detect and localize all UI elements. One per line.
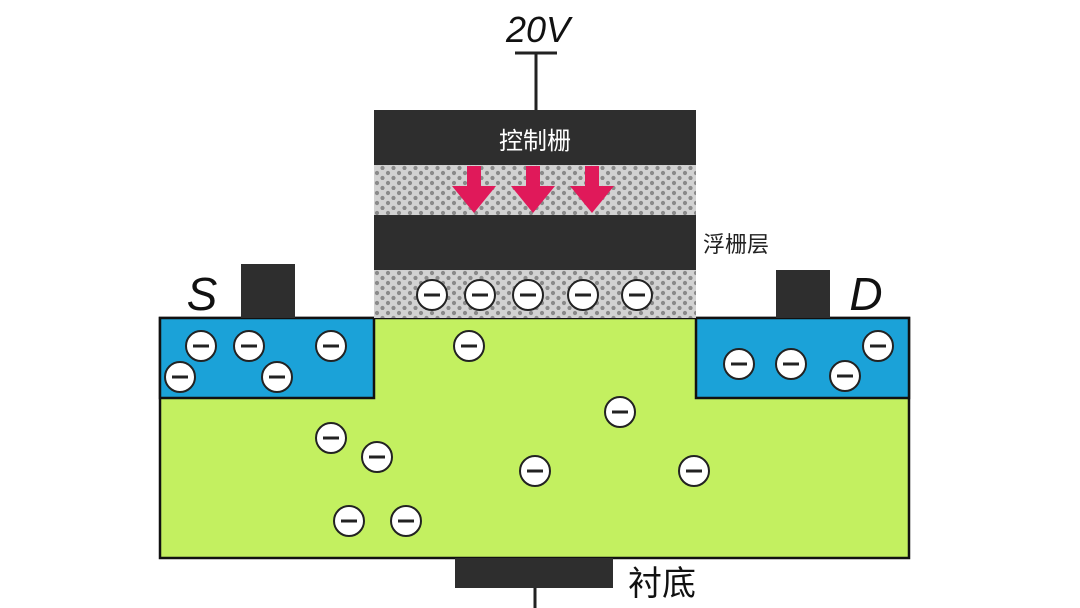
electron (723, 348, 755, 380)
electron (621, 279, 653, 311)
electron (519, 455, 551, 487)
electron (862, 330, 894, 362)
electron (829, 360, 861, 392)
electron (164, 361, 196, 393)
electron (315, 330, 347, 362)
field-arrow (452, 166, 496, 213)
electron (678, 455, 710, 487)
control-gate-label: 控制栅 (499, 127, 571, 155)
electron (775, 348, 807, 380)
electron (512, 279, 544, 311)
drain-label: D (849, 268, 882, 320)
electron (361, 441, 393, 473)
electron (185, 330, 217, 362)
electron (567, 279, 599, 311)
voltage-label: 20V (505, 9, 573, 50)
source-label: S (187, 268, 218, 320)
field-arrows (452, 166, 614, 213)
field-arrow (511, 166, 555, 213)
substrate-contact (455, 558, 613, 588)
floating-gate (374, 215, 696, 270)
floating-gate-label: 浮栅层 (703, 233, 769, 258)
electrons (164, 279, 894, 537)
substrate-label: 衬底 (628, 564, 696, 604)
control-gate (374, 110, 696, 165)
electron (315, 422, 347, 454)
field-arrow (570, 166, 614, 213)
electron (453, 330, 485, 362)
electron (604, 396, 636, 428)
electron (416, 279, 448, 311)
source-contact (241, 264, 295, 318)
electron (464, 279, 496, 311)
electron (333, 505, 365, 537)
electron (390, 505, 422, 537)
electron (233, 330, 265, 362)
drain-contact (776, 270, 830, 318)
electron (261, 361, 293, 393)
